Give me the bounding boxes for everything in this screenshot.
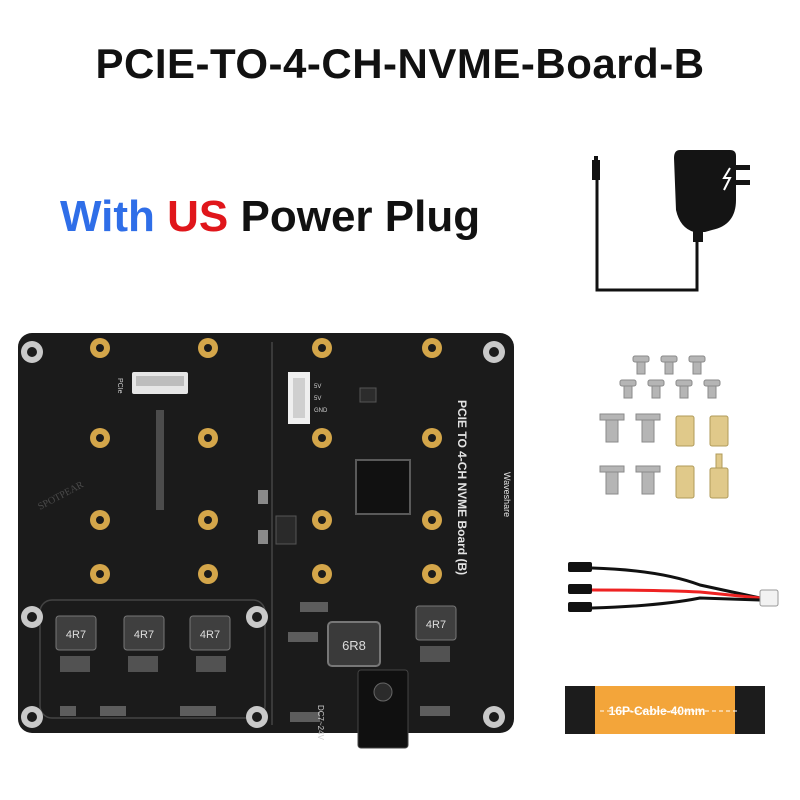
cable-label: 16P-Cable-40mm (609, 704, 706, 718)
inductor-4: 4R7 (426, 619, 446, 631)
inductor-big: 6R8 (342, 638, 366, 653)
inductor-2: 4R7 (134, 629, 154, 641)
inductor-1: 4R7 (66, 629, 86, 641)
pin-5v-a: 5V (314, 384, 321, 390)
subtitle-power-plug: Power Plug (240, 192, 481, 241)
pcie-label: PCIe (116, 378, 123, 394)
pin-5v-b: 5V (314, 396, 321, 402)
subtitle-us: US (167, 192, 229, 241)
inductor-3: 4R7 (200, 629, 220, 641)
subtitle-with: With (60, 192, 155, 241)
brand-label: Waveshare (502, 472, 512, 517)
pin-gnd: GND (314, 408, 328, 414)
page-title: PCIE-TO-4-CH-NVME-Board-B (95, 40, 705, 87)
subtitle: With US Power Plug (60, 192, 480, 242)
dc-label: DC7~24V (316, 705, 325, 741)
board-silk-label: PCIE TO 4-CH NVME Board (B) (455, 400, 469, 575)
